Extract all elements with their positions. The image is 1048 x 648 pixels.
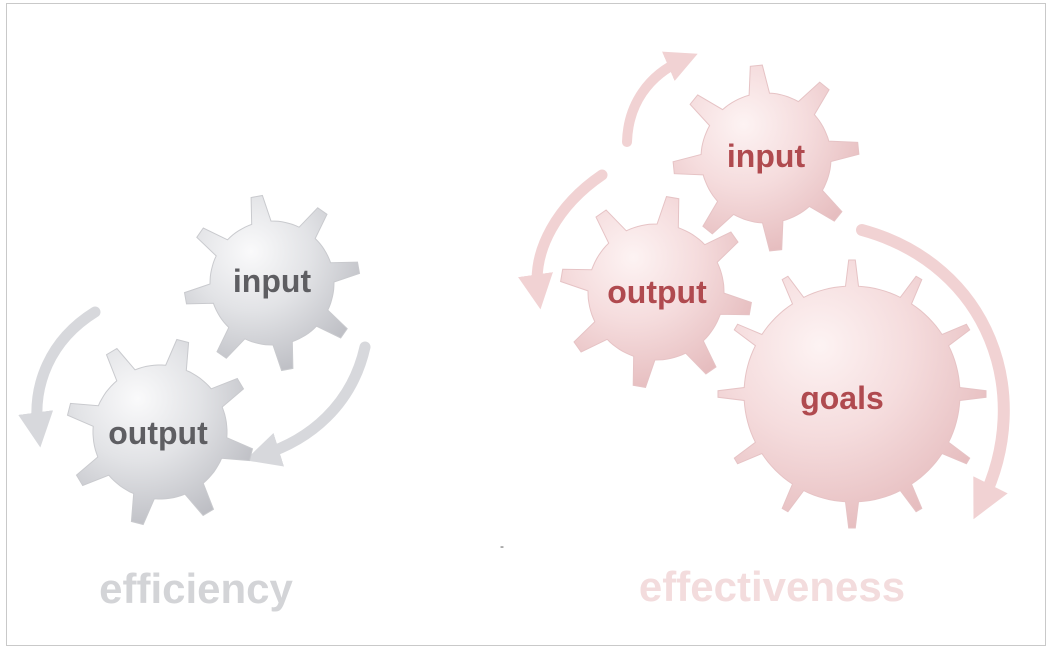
effectiveness-output-gear (560, 196, 752, 388)
efficiency-input-gear (183, 194, 361, 372)
effectiveness-group: input output goals effectiveness (518, 51, 1010, 610)
effectiveness-caption: effectiveness (639, 563, 905, 610)
effectiveness-arrow-left (518, 169, 608, 310)
effectiveness-goals-label: goals (800, 380, 884, 416)
effectiveness-arrow-top (622, 51, 698, 147)
efficiency-arrow-right (245, 341, 371, 467)
efficiency-caption: efficiency (99, 565, 293, 612)
effectiveness-output-label: output (607, 274, 707, 310)
efficiency-output-gear (66, 338, 254, 526)
effectiveness-input-label: input (727, 138, 806, 174)
efficiency-input-label: input (233, 263, 312, 299)
effectiveness-arrow-right (856, 224, 1010, 520)
effectiveness-goals-gear (717, 259, 987, 529)
efficiency-output-label: output (108, 415, 208, 451)
efficiency-arrow-left (18, 306, 101, 448)
center-mark: - (500, 539, 504, 553)
efficiency-group: input output efficiency (18, 194, 371, 612)
effectiveness-input-gear (672, 64, 860, 252)
